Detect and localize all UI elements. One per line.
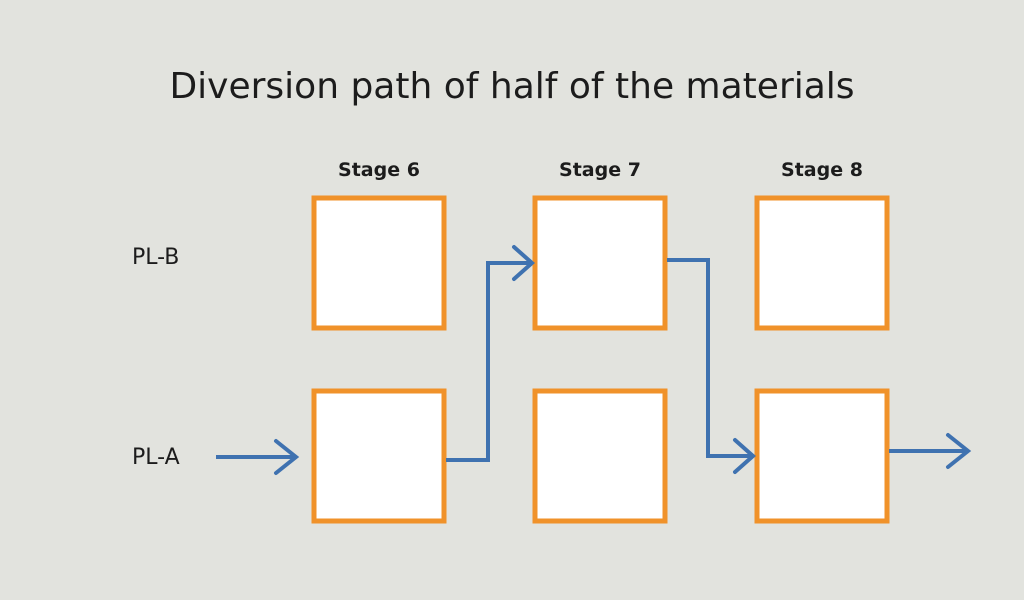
stage-label-7: Stage 7 xyxy=(559,159,641,181)
box-pl-a-stage-8 xyxy=(754,388,890,524)
box-pl-b-stage-8 xyxy=(754,195,890,331)
box-pl-a-stage-7 xyxy=(532,388,668,524)
arrowhead-input xyxy=(274,439,300,475)
arrow-stage-7-to-stage-8 xyxy=(667,258,751,458)
row-label-pl-b: PL-B xyxy=(132,245,179,270)
arrowhead-output xyxy=(946,433,972,469)
box-pl-b-stage-7 xyxy=(532,195,668,331)
diagram-title: Diversion path of half of the materials xyxy=(169,66,854,107)
stage-label-6: Stage 6 xyxy=(338,159,420,181)
arrowhead-stage-7 xyxy=(512,245,536,281)
row-label-pl-a: PL-A xyxy=(132,445,180,470)
box-pl-a-stage-6 xyxy=(311,388,447,524)
arrow-stage-6-to-stage-7 xyxy=(446,261,530,462)
box-pl-b-stage-6 xyxy=(311,195,447,331)
stage-label-8: Stage 8 xyxy=(781,159,863,181)
arrowhead-stage-8 xyxy=(733,438,757,474)
